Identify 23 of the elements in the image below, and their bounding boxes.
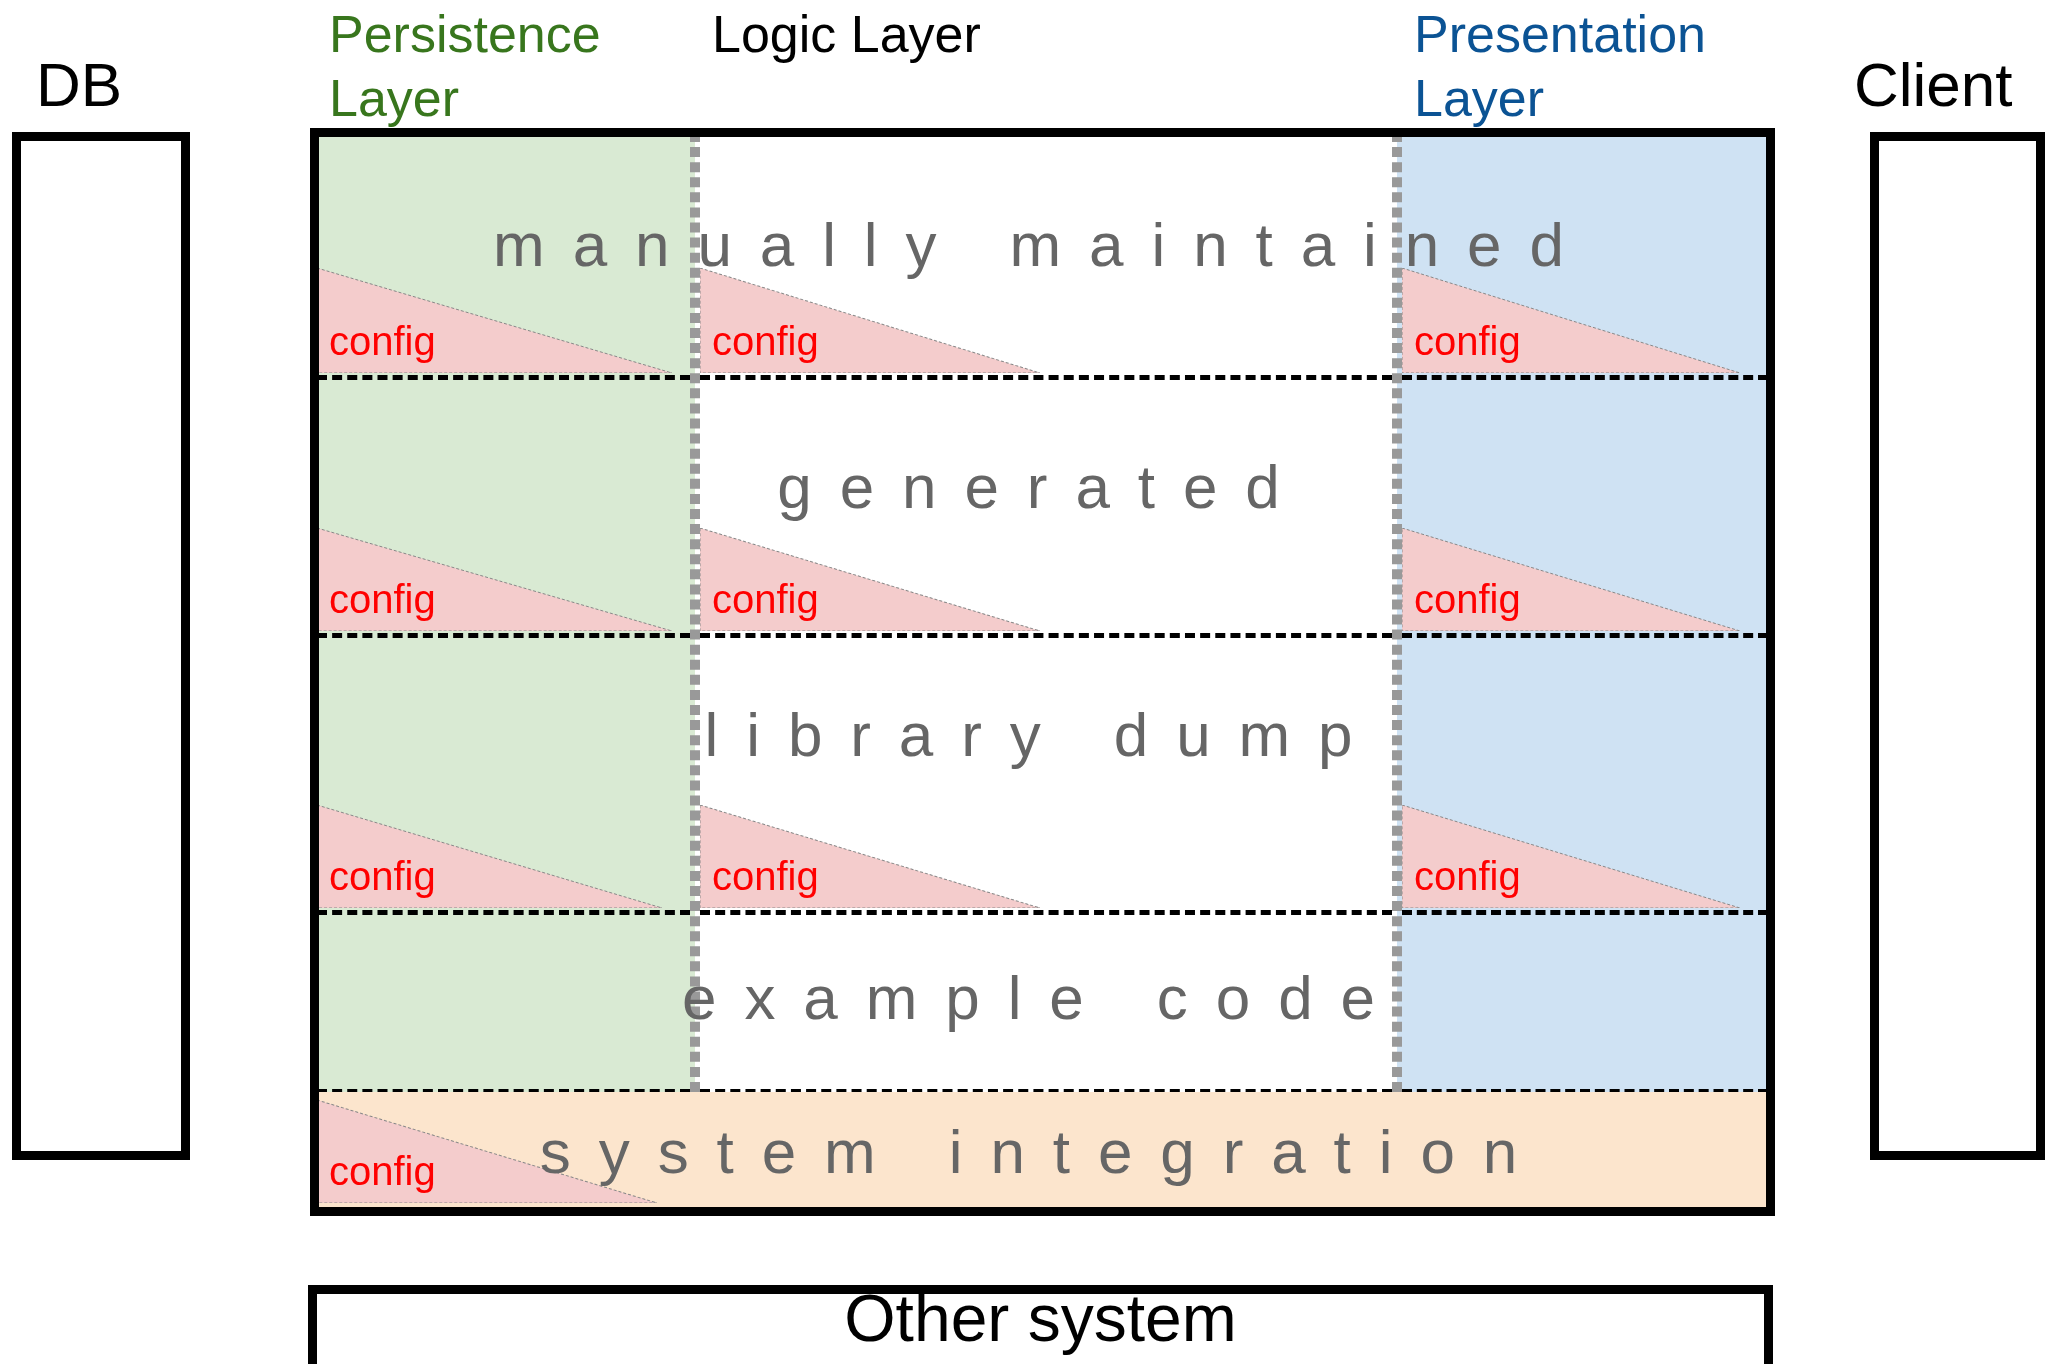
config-triangle bbox=[700, 528, 1040, 631]
box-heading: DB bbox=[36, 49, 123, 120]
config-triangle bbox=[1402, 268, 1740, 373]
config-triangle bbox=[317, 805, 662, 908]
config-triangle bbox=[1402, 528, 1740, 631]
config-triangle bbox=[317, 528, 672, 631]
triangle-label: config bbox=[329, 856, 436, 896]
triangle-label: config bbox=[1414, 321, 1521, 361]
box-heading: Client bbox=[1854, 49, 2013, 120]
config-triangle bbox=[700, 805, 1040, 908]
triangle-label: config bbox=[712, 856, 819, 896]
triangle-label: config bbox=[329, 1151, 436, 1191]
triangle-label: config bbox=[712, 579, 819, 619]
triangle-label: config bbox=[1414, 856, 1521, 896]
triangle-label: config bbox=[712, 321, 819, 361]
layer-heading: Logic Layer bbox=[712, 4, 982, 65]
layer-heading: Presentation Layer bbox=[1414, 4, 1707, 129]
triangle-label: config bbox=[1414, 579, 1521, 619]
triangle-label: config bbox=[329, 579, 436, 619]
system-box: Other system bbox=[308, 1285, 1773, 1364]
config-triangle bbox=[1402, 805, 1740, 908]
layer-heading: Persistence Layer bbox=[329, 4, 602, 129]
triangle-label: config bbox=[329, 321, 436, 361]
